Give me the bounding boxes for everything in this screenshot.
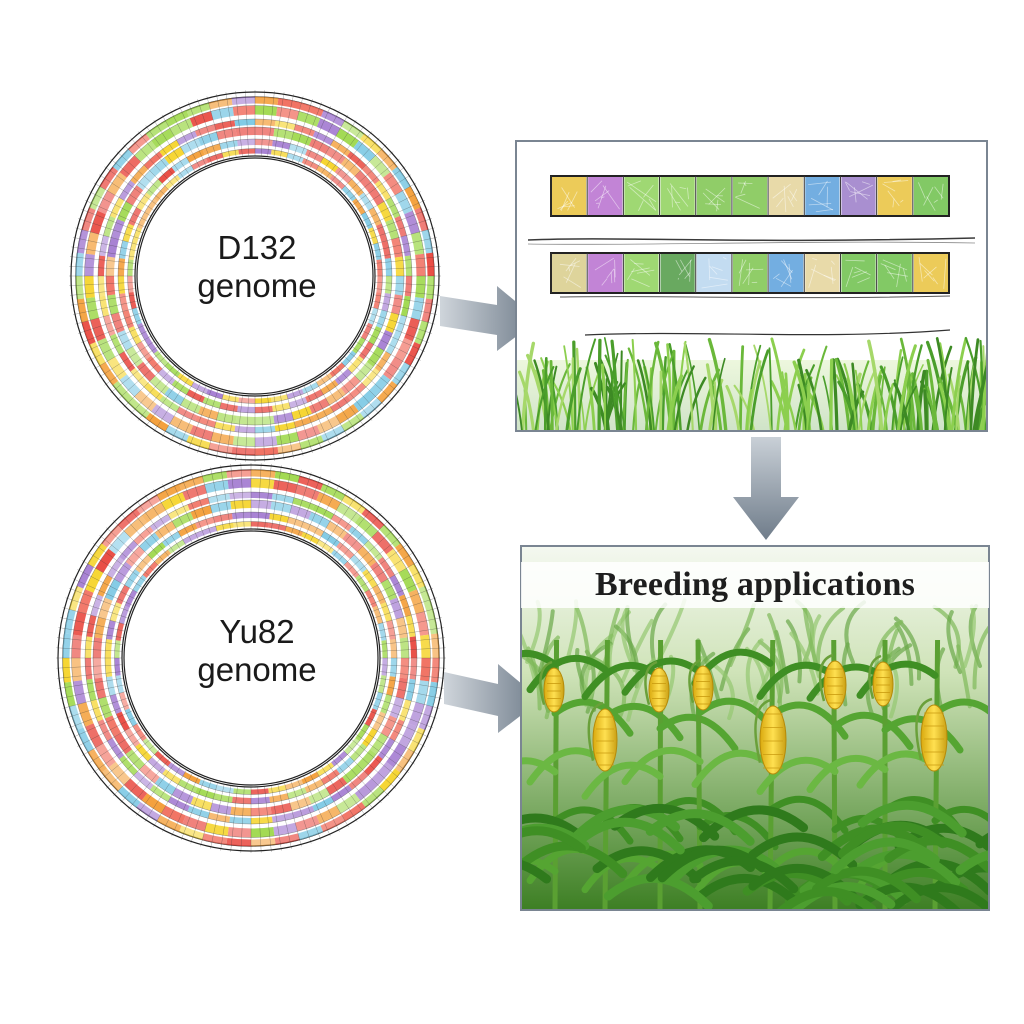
- yu82-label-line2: genome: [197, 651, 317, 688]
- arrow-right-icon: [440, 286, 538, 351]
- yu82-genome-circle: [56, 463, 446, 853]
- arrow-right-icon: [444, 664, 541, 733]
- yu82-label-line1: Yu82: [219, 613, 295, 650]
- arrow-down-icon: [733, 437, 799, 540]
- d132-label-line2: genome: [197, 267, 317, 304]
- maize-field: [521, 598, 989, 910]
- d132-label-line1: D132: [217, 229, 297, 266]
- marker-block-row-1: [550, 175, 950, 217]
- seedling-grass: [516, 336, 987, 431]
- d132-genome-circle: [69, 90, 441, 462]
- genetic-map-panel-art: [516, 141, 987, 431]
- breeding-panel: [520, 545, 990, 911]
- breeding-panel-header: Breeding applications: [521, 556, 989, 616]
- genetic-map-panel: [515, 140, 988, 432]
- breeding-panel-title: Breeding applications: [521, 562, 989, 608]
- yu82-genome-label: Yu82 genome: [137, 613, 377, 689]
- d132-genome-label: D132 genome: [137, 229, 377, 305]
- marker-block-row-2: [550, 252, 950, 294]
